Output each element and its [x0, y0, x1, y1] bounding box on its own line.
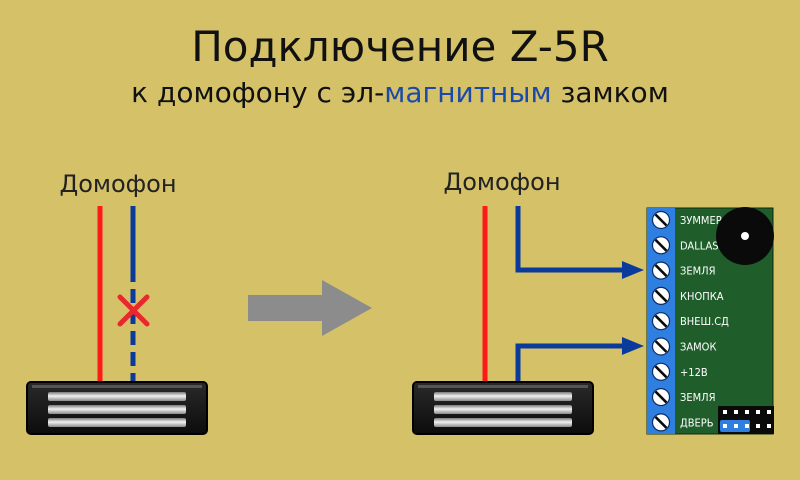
arrow-to-ground-icon: [622, 261, 644, 279]
terminal-screw-icon: [651, 210, 671, 230]
terminal-label: ЗЕМЛЯ: [680, 391, 715, 404]
subtitle-after: замком: [551, 76, 669, 109]
terminal-screw-icon: [651, 236, 671, 255]
terminal-screw-icon: [651, 413, 671, 432]
terminal-screw-icon: [651, 388, 671, 407]
terminal-screw-icon: [651, 286, 671, 305]
terminal-screw-icon: [651, 312, 671, 331]
page-title: Подключение Z-5R: [191, 22, 609, 71]
left-intercom-label: Домофон: [59, 170, 176, 198]
terminal-screw-icon: [651, 261, 671, 280]
terminal-label: КНОПКА: [680, 290, 724, 303]
jumper-block: [718, 406, 774, 434]
subtitle-before: к домофону с эл-: [131, 76, 385, 109]
right-blue-wire-lock: [515, 343, 628, 384]
terminal-label: ДВЕРЬ: [680, 416, 714, 429]
buzzer-icon: [716, 207, 774, 265]
subtitle-highlight: магнитным: [384, 76, 552, 109]
z5r-controller-board: ЗУММЕР DALLAS ЗЕМЛЯ КНОПКА ВНЕШ.СД ЗАМОК +12В З…: [646, 207, 774, 435]
right-intercom-label: Домофон: [443, 168, 560, 196]
cross-icon: [117, 294, 150, 327]
page-subtitle: к домофону с эл-магнитным замком: [0, 76, 800, 109]
terminal-screw-icon: [651, 337, 671, 356]
arrow-right-icon: [248, 280, 372, 336]
terminal-label: ЗУММЕР: [680, 214, 722, 227]
terminal-label: ЗАМОК: [680, 341, 716, 354]
left-electromagnetic-lock-icon: [26, 381, 208, 435]
terminal-label: DALLAS: [680, 239, 719, 252]
terminal-label: ВНЕШ.СД: [680, 315, 729, 328]
right-electromagnetic-lock-icon: [412, 381, 594, 435]
terminal-screw-icon: [651, 362, 671, 381]
terminal-label: +12В: [680, 366, 708, 379]
arrow-to-lock-icon: [622, 337, 644, 355]
terminal-label: ЗЕМЛЯ: [680, 265, 715, 278]
right-blue-wire-ground: [515, 206, 628, 273]
